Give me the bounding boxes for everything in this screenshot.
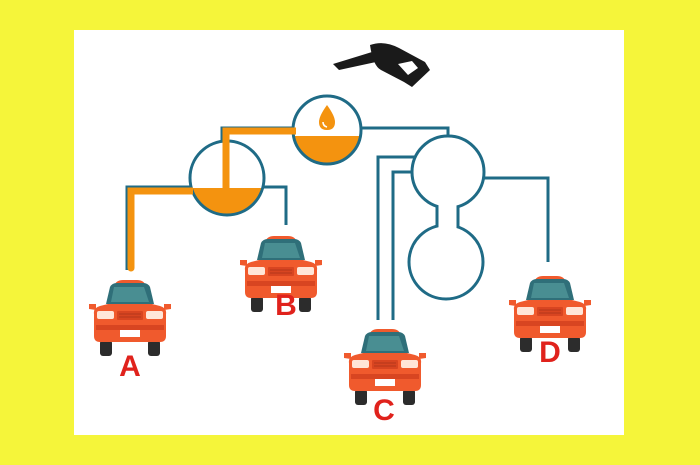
top-tank (291, 94, 363, 166)
right-tank (410, 134, 486, 210)
car-label-a: A (119, 350, 141, 383)
lower-right-tank (407, 223, 485, 301)
car-label-d: D (539, 336, 561, 369)
fuel-drop-icon (319, 105, 335, 130)
fuel-flow (127, 127, 296, 268)
car-label-b: B (275, 289, 297, 322)
car-a (88, 279, 172, 357)
car-label-c: C (373, 394, 395, 427)
fuel-nozzle-icon (333, 43, 430, 87)
